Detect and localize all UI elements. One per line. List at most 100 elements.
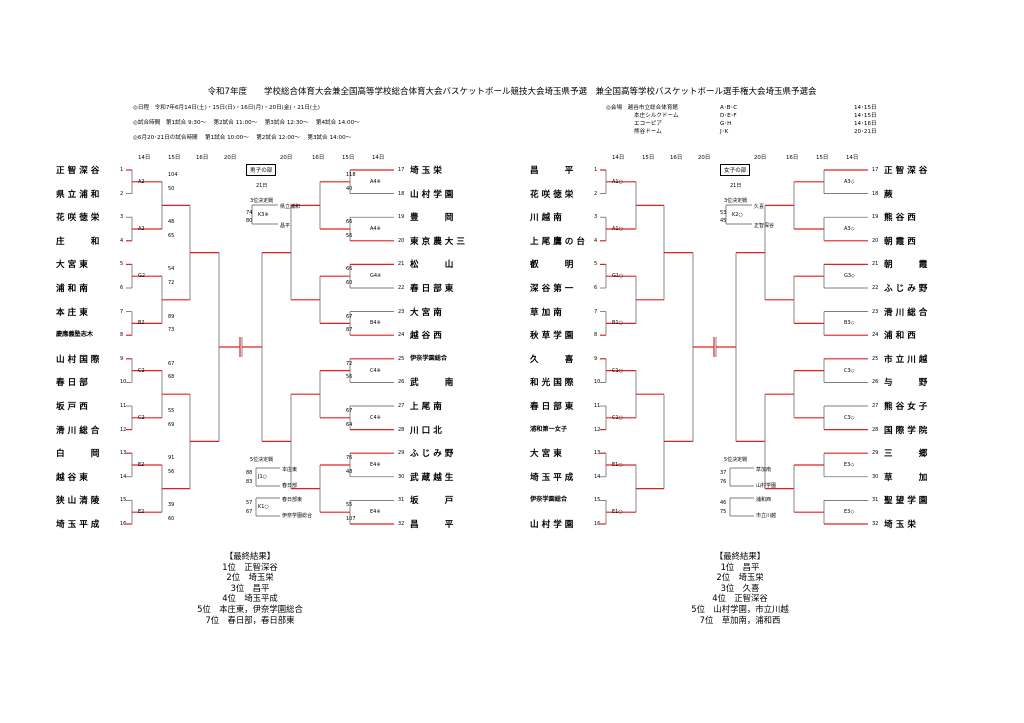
game-label: K2○	[732, 212, 743, 218]
team-name: 本庄東	[282, 467, 298, 473]
team-name: 浦和西	[756, 497, 772, 503]
seed-number: 18	[398, 190, 405, 197]
team-name: 市立川越	[884, 354, 931, 365]
score: 118	[346, 172, 356, 178]
team-name: 山村学園	[530, 520, 577, 530]
score: 72	[168, 280, 175, 286]
round-header: 20日	[754, 155, 767, 161]
boys-final-results: 【最終結果】 1位 正智深谷 2位 埼玉栄 3位 昌平 4位 埼玉平成 5位 本…	[195, 551, 305, 625]
seed-number: 26	[872, 379, 879, 386]
round-header: 20日	[224, 155, 237, 161]
result-line: 1位 昌平	[720, 561, 760, 572]
round-header: 15日	[816, 155, 829, 161]
result-line: 3位 久喜	[720, 582, 760, 593]
team-name: 武 南	[410, 378, 457, 389]
team-name: 春日部	[56, 378, 91, 389]
seed-number: 14	[120, 473, 127, 480]
score: 88	[246, 470, 253, 476]
game-label: G3◇	[844, 273, 855, 280]
team-name: 坂 戸	[410, 496, 457, 507]
game-label: K1○	[258, 504, 269, 510]
seed-number: 13	[594, 450, 601, 457]
game-label: C2	[138, 367, 145, 374]
seed-number: 23	[398, 308, 405, 315]
score: 89	[168, 313, 175, 320]
seed-number: 27	[398, 403, 405, 409]
result-line: 5位 山村学園，市立川越	[691, 603, 789, 614]
score: 66	[346, 219, 353, 226]
team-name: 熊谷西	[884, 213, 919, 224]
score: 40	[346, 185, 353, 192]
seed-number: 13	[120, 450, 127, 457]
team-name: 狭山清陵	[56, 496, 103, 507]
team-name: 与 野	[884, 378, 931, 389]
final-day: 21日	[730, 183, 742, 189]
seed-number: 15	[594, 497, 601, 504]
team-name: 大宮南	[410, 307, 445, 318]
score: 69	[168, 421, 175, 428]
score: 107	[346, 516, 356, 522]
result-line: 5位 本庄東，伊奈学園総合	[197, 603, 303, 614]
seed-number: 18	[872, 190, 879, 197]
team-name: 山村学園	[756, 483, 777, 489]
game-label: G1○	[612, 273, 624, 280]
score: 75	[720, 509, 727, 515]
game-label: E3◇	[844, 509, 855, 516]
team-name: 春日部東	[282, 497, 303, 503]
team-name: 草 加	[884, 472, 931, 483]
seed-number: 7	[120, 308, 124, 315]
score: 104	[168, 172, 178, 178]
score: 45	[720, 218, 727, 224]
score: 67	[168, 360, 175, 367]
game-label: K3※	[258, 212, 269, 218]
team-name: 上尾南	[410, 402, 445, 412]
round-header: 15日	[342, 155, 355, 161]
seed-number: 31	[398, 497, 405, 504]
team-name: 滑川総合	[56, 425, 103, 436]
score: 76	[346, 455, 353, 462]
team-name: 山村国際	[56, 354, 103, 365]
seed-number: 11	[120, 403, 127, 409]
seed-number: 31	[872, 497, 879, 504]
game-label: A2	[138, 178, 145, 185]
game-label: E4※	[370, 509, 381, 516]
seed-number: 24	[872, 332, 879, 339]
team-name: 坂戸西	[56, 402, 91, 412]
seed-number: 27	[872, 403, 879, 409]
seed-number: 16	[594, 521, 601, 527]
team-name: 滑川総合	[884, 307, 931, 318]
game-label: C2	[138, 414, 145, 421]
team-name: 朝霞西	[884, 236, 919, 247]
game-label: C4※	[370, 414, 381, 421]
game-label: E3◇	[844, 462, 855, 468]
team-name: 春日部東	[530, 402, 577, 412]
venue-days: 14･16日	[854, 121, 877, 127]
third-place-label: 3位決定戦	[724, 198, 748, 204]
seed-number: 1	[120, 167, 124, 173]
game-label: A4※	[370, 226, 381, 232]
division-label: 男子の部	[246, 164, 277, 176]
result-line: 7位 春日部，春日部東	[205, 614, 295, 625]
seed-number: 12	[594, 426, 601, 433]
score: 80	[246, 218, 253, 224]
score: 67	[346, 408, 353, 414]
division-label: 女子の部	[720, 164, 751, 176]
score: 68	[168, 374, 175, 381]
team-name: 埼玉栄	[410, 166, 445, 176]
team-name: 山村学園	[410, 189, 457, 200]
team-name: 伊奈学園総合	[282, 513, 313, 519]
venue-courts: A･B･C	[720, 105, 738, 111]
score: 46	[720, 500, 727, 506]
game-label: G2	[138, 273, 146, 280]
team-name: 埼玉平成	[56, 520, 103, 530]
seed-number: 20	[872, 237, 879, 244]
team-name: 国際学院	[884, 425, 931, 436]
seed-number: 2	[594, 190, 598, 197]
team-name: 豊 岡	[410, 213, 457, 224]
seed-number: 30	[872, 473, 879, 480]
score: 65	[168, 232, 175, 239]
